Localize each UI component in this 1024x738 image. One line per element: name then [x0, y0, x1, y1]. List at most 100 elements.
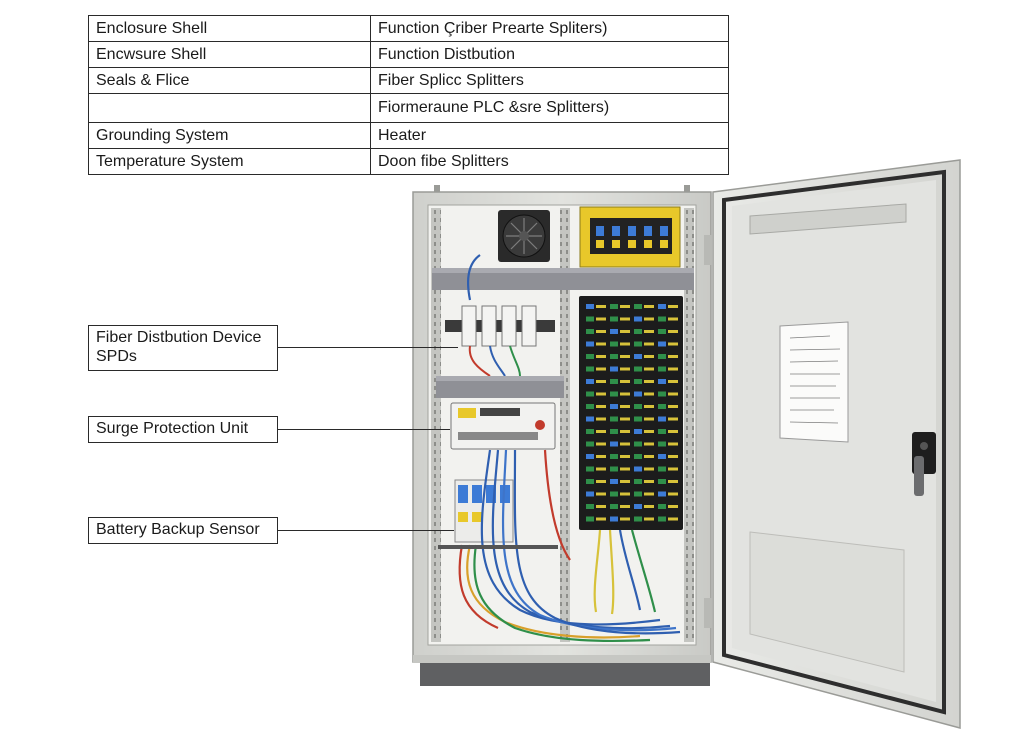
- fiber-pigtail: [644, 405, 654, 408]
- odf-port: [586, 454, 594, 459]
- component-cell: Temperature System: [88, 148, 371, 175]
- mounting-rails: [431, 208, 694, 642]
- odf-port: [658, 354, 666, 359]
- odf-port: [586, 366, 594, 372]
- fiber-pigtail: [668, 442, 678, 446]
- odf-port: [658, 454, 666, 459]
- odf-port: [658, 479, 666, 484]
- spd-row: [445, 305, 555, 377]
- odf-port: [658, 491, 666, 497]
- odf-port: [586, 304, 594, 309]
- function-cell: Fiber Splicc Splitters: [370, 67, 729, 94]
- fiber-pigtail: [668, 355, 678, 358]
- odf-port: [634, 354, 642, 359]
- odf-port: [634, 416, 642, 422]
- odf-port: [658, 391, 666, 397]
- fiber-pigtail: [620, 367, 630, 371]
- odf-panel: [579, 296, 683, 530]
- odf-port: [658, 379, 666, 384]
- table-row: Temperature System Doon fibe Splitters: [88, 148, 729, 175]
- odf-port: [586, 479, 594, 484]
- odf-port: [634, 516, 642, 522]
- fiber-pigtail: [644, 430, 654, 433]
- fiber-pigtail: [644, 355, 654, 358]
- fiber-pigtail: [668, 517, 678, 521]
- odf-port: [610, 404, 618, 409]
- wiring-diagram-sheet: [779, 321, 849, 443]
- odf-port: [610, 466, 618, 472]
- fiber-pigtail: [668, 392, 678, 396]
- fiber-pigtail: [644, 305, 654, 308]
- fiber-pigtail: [644, 317, 654, 321]
- odf-port: [610, 504, 618, 509]
- odf-port: [634, 316, 642, 322]
- fiber-pigtail: [620, 505, 630, 508]
- odf-port: [610, 341, 618, 347]
- odf-port: [658, 304, 666, 309]
- odf-port: [658, 366, 666, 372]
- fiber-pigtail: [596, 430, 606, 433]
- surge-protection-callout: Surge Protection Unit: [88, 416, 278, 443]
- odf-port: [586, 391, 594, 397]
- odf-port: [658, 466, 666, 472]
- fiber-pigtail: [596, 330, 606, 333]
- fiber-pigtail: [668, 380, 678, 383]
- odf-port: [586, 516, 594, 522]
- fiber-pigtail: [620, 517, 630, 521]
- fiber-pigtail: [596, 405, 606, 408]
- fiber-pigtail: [668, 492, 678, 496]
- odf-port: [586, 504, 594, 509]
- fiber-distribution-label: Fiber Distbution Device: [96, 329, 262, 346]
- odf-port: [634, 341, 642, 347]
- splitter-module: [579, 206, 681, 268]
- cable-bundle: [458, 254, 681, 643]
- odf-port: [610, 354, 618, 359]
- fiber-pigtail: [668, 505, 678, 508]
- fiber-pigtail: [620, 317, 630, 321]
- fiber-pigtail: [596, 367, 606, 371]
- fiber-pigtail: [596, 517, 606, 521]
- fiber-pigtail: [596, 455, 606, 458]
- fiber-distribution-callout: Fiber Distbution Device SPDs: [88, 325, 278, 371]
- fiber-pigtail: [644, 480, 654, 483]
- table-row: Enclosure Shell Function Çriber Prearte …: [88, 15, 729, 42]
- odf-port: [610, 416, 618, 422]
- fiber-pigtail: [668, 455, 678, 458]
- function-cell: Heater: [370, 122, 729, 149]
- fiber-pigtail: [596, 480, 606, 483]
- odf-port: [586, 316, 594, 322]
- odf-port: [634, 441, 642, 447]
- odf-port: [610, 391, 618, 397]
- odf-port: [610, 316, 618, 322]
- odf-port: [634, 504, 642, 509]
- fiber-pigtail: [644, 380, 654, 383]
- odf-port: [610, 454, 618, 459]
- battery-backup-callout: Battery Backup Sensor: [88, 517, 278, 544]
- fiber-pigtail: [620, 467, 630, 471]
- odf-port: [634, 329, 642, 334]
- lifting-eyes: [434, 185, 690, 195]
- odf-port: [634, 429, 642, 434]
- fiber-pigtail: [596, 392, 606, 396]
- odf-port: [586, 416, 594, 422]
- cable-tray: [438, 545, 558, 549]
- odf-port: [634, 379, 642, 384]
- odf-port: [586, 429, 594, 434]
- fiber-pigtail: [620, 442, 630, 446]
- din-shelf-middle: [436, 376, 564, 398]
- fiber-pigtail: [668, 405, 678, 408]
- fiber-pigtail: [668, 367, 678, 371]
- odf-port: [658, 404, 666, 409]
- fiber-pigtail: [620, 455, 630, 458]
- function-cell: Function Çriber Prearte Spliters): [370, 15, 729, 42]
- odf-port: [586, 379, 594, 384]
- fiber-pigtail: [620, 305, 630, 308]
- odf-port: [610, 491, 618, 497]
- fiber-pigtail: [620, 430, 630, 433]
- odf-port: [634, 391, 642, 397]
- fan-icon: [498, 210, 550, 262]
- fiber-pigtail: [596, 492, 606, 496]
- fiber-pigtail: [644, 392, 654, 396]
- fiber-pigtail: [668, 480, 678, 483]
- odf-port: [610, 429, 618, 434]
